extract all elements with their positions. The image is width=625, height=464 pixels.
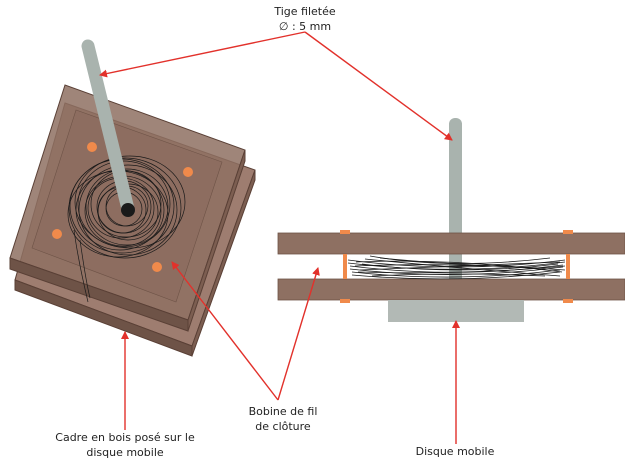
rod-arrow-left xyxy=(99,31,306,78)
mobile-disk-label: Disque mobile xyxy=(395,444,515,459)
wooden-frame-label-line1: Cadre en bois posé sur le xyxy=(55,431,195,444)
coil-arrow-right xyxy=(277,267,320,401)
threaded-rod-perspective xyxy=(81,39,135,217)
mobile-disk xyxy=(388,300,524,322)
wooden-frame-label-line2: disque mobile xyxy=(86,446,164,459)
threaded-rod-side xyxy=(449,118,462,298)
threaded-rod-label-line2: ∅ : 5 mm xyxy=(278,20,332,33)
mobile-disk-label-line1: Disque mobile xyxy=(415,445,495,458)
coil-arrow-left xyxy=(171,261,279,401)
wire-bundle-side xyxy=(347,255,566,280)
side-spacers xyxy=(340,230,573,303)
top-plank xyxy=(277,232,625,255)
wooden-frame-label: Cadre en bois posé sur le disque mobile xyxy=(40,430,210,460)
rod-arrow-right xyxy=(304,31,453,141)
fence-wire-coil-label: Bobine de fil de clôture xyxy=(228,404,338,434)
fence-wire-coil-label-line1: Bobine de fil xyxy=(248,405,318,418)
callout-arrows xyxy=(99,31,460,444)
bottom-plank xyxy=(277,278,625,301)
perspective-view xyxy=(9,39,256,357)
fence-wire-coil-label-line2: de clôture xyxy=(255,420,311,433)
side-view xyxy=(277,118,625,322)
spacer-dots xyxy=(52,142,193,272)
threaded-rod-label: Tige filetée ∅ : 5 mm xyxy=(250,4,360,34)
threaded-rod-label-line1: Tige filetée xyxy=(274,5,336,18)
